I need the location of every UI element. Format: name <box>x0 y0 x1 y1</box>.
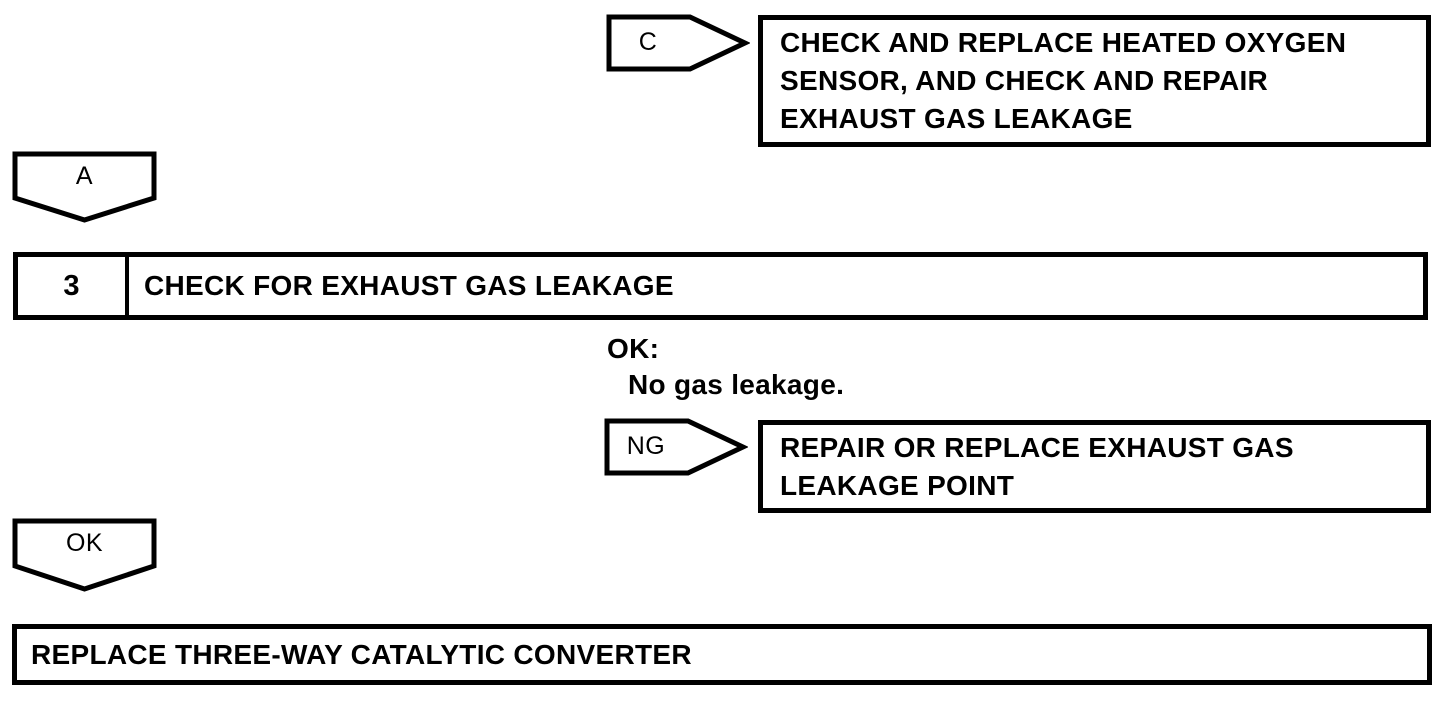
action-line: SENSOR, AND CHECK AND REPAIR <box>780 65 1269 96</box>
arrow-down-tag-icon <box>12 518 157 592</box>
condition-label: OK: <box>607 333 660 364</box>
step-3-box: 3 CHECK FOR EXHAUST GAS LEAKAGE <box>13 252 1428 320</box>
arrow-down-tag-icon <box>12 151 157 223</box>
ok-condition-note: OK: No gas leakage. <box>607 331 844 403</box>
final-action-box: REPLACE THREE-WAY CATALYTIC CONVERTER <box>12 624 1432 685</box>
action-box-ng-result: REPAIR OR REPLACE EXHAUST GAS LEAKAGE PO… <box>758 420 1431 513</box>
action-line: EXHAUST GAS LEAKAGE <box>780 103 1133 134</box>
connector-a: A <box>12 151 157 225</box>
condition-criteria: No gas leakage. <box>628 369 845 400</box>
action-line: LEAKAGE POINT <box>780 469 1015 501</box>
step-title: CHECK FOR EXHAUST GAS LEAKAGE <box>144 270 674 301</box>
connector-ng-label: NG <box>626 431 666 460</box>
final-action-label: REPLACE THREE-WAY CATALYTIC CONVERTER <box>31 638 692 670</box>
action-box-c-result: CHECK AND REPLACE HEATED OXYGEN SENSOR, … <box>758 15 1431 147</box>
action-line: REPAIR OR REPLACE EXHAUST GAS <box>780 431 1294 463</box>
action-line: CHECK AND REPLACE HEATED OXYGEN <box>780 27 1347 58</box>
connector-ng: NG <box>604 418 748 476</box>
connector-a-label: A <box>75 161 94 190</box>
connector-c-label: C <box>638 27 658 56</box>
arrow-right-tag-icon <box>604 418 748 476</box>
connector-ok: OK <box>12 518 157 594</box>
step-number: 3 <box>18 257 129 315</box>
arrow-right-tag-icon <box>606 14 750 72</box>
connector-ok-label: OK <box>65 528 104 557</box>
connector-c: C <box>606 14 750 72</box>
